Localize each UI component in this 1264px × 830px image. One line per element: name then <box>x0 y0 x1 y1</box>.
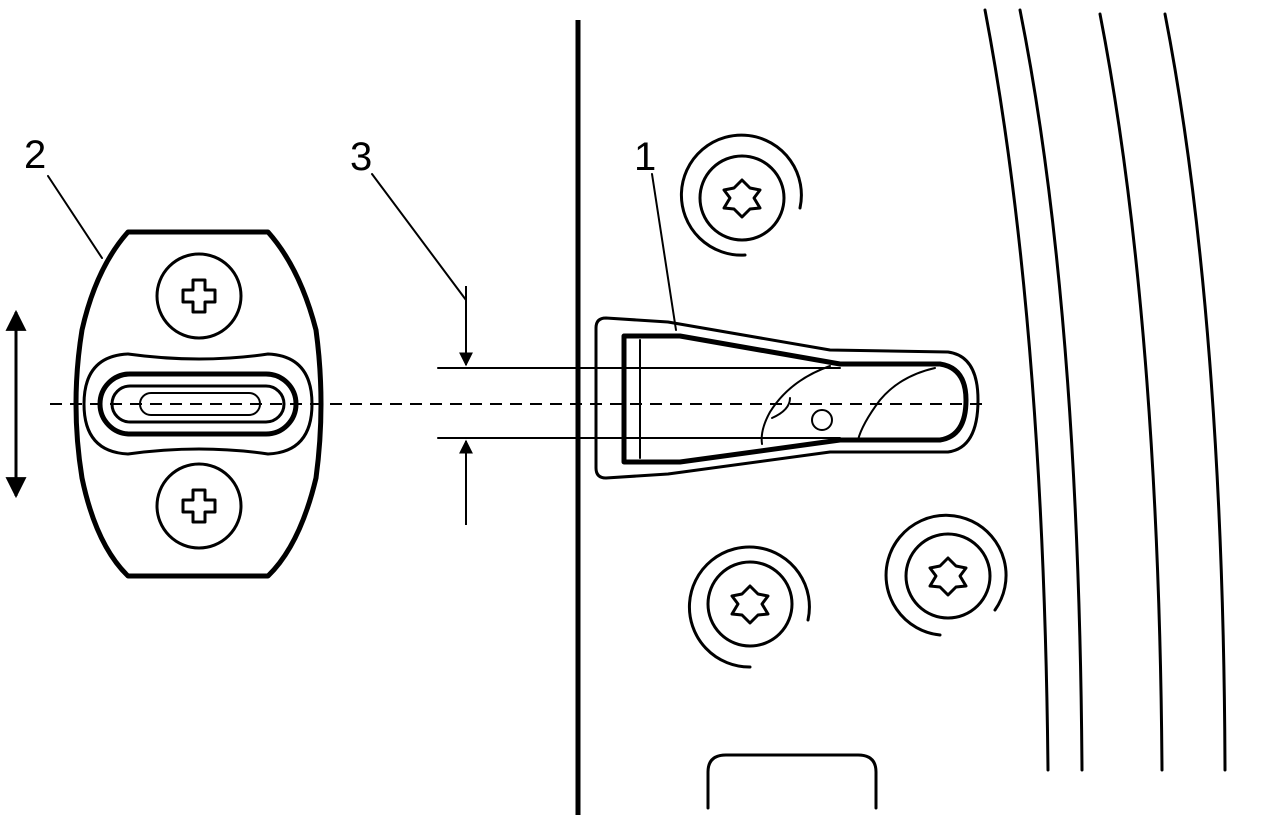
striker <box>594 316 980 480</box>
phillips-screw-icon <box>155 462 243 550</box>
torx-screw-icon <box>687 545 811 669</box>
leader-line-2 <box>47 175 103 259</box>
bottom-tab <box>706 753 878 810</box>
leader-line-1 <box>651 173 677 331</box>
callout-3: 3 <box>350 135 372 179</box>
phillips-screw-icon <box>155 252 243 340</box>
door-contour-lines <box>983 8 1227 772</box>
callout-2: 2 <box>24 133 46 177</box>
torx-screw-icon <box>679 133 803 257</box>
torx-screw-icon <box>884 513 1008 637</box>
callout-1: 1 <box>634 135 656 179</box>
leader-line-3 <box>371 173 467 301</box>
striker-plate <box>73 229 324 579</box>
